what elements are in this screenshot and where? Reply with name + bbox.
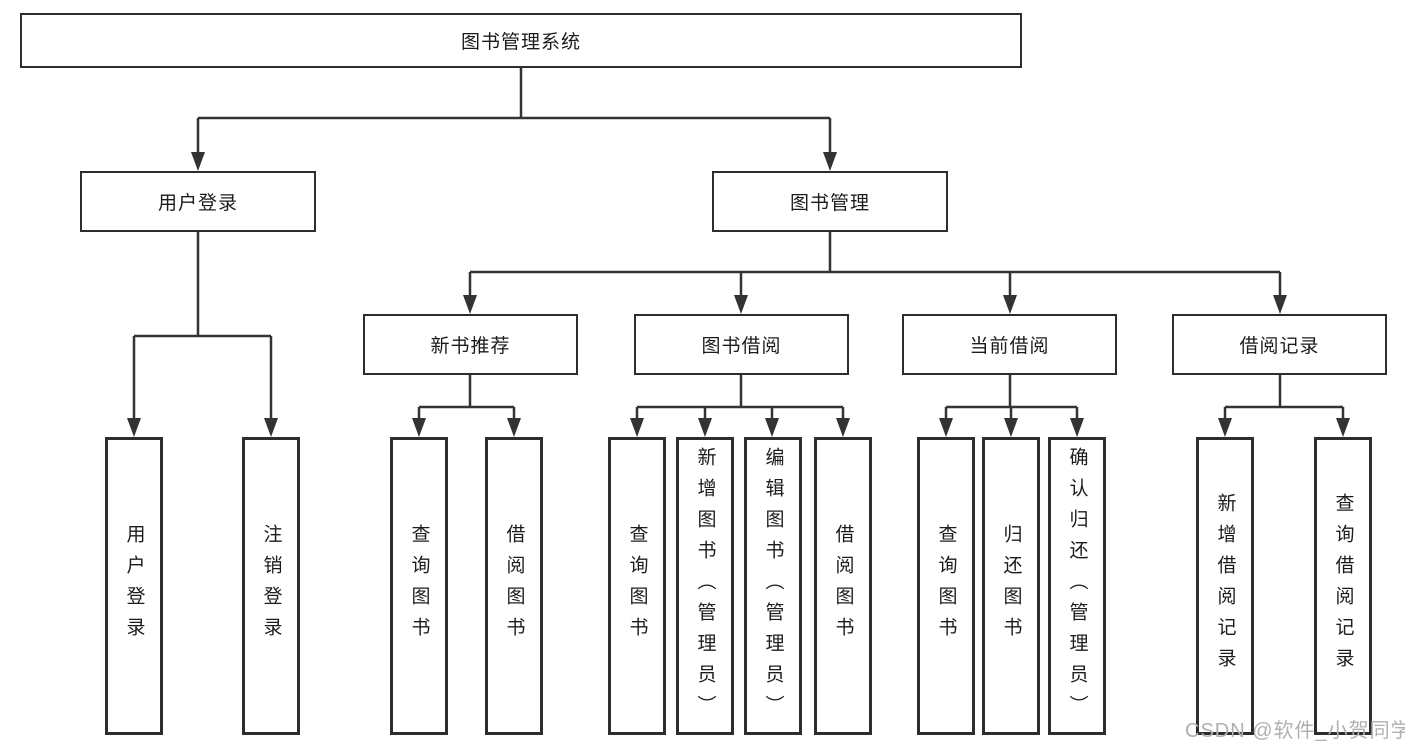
node-new-book-recommend: 新书推荐 [363,314,578,375]
leaf-logout-label: 注销登录 [260,524,282,648]
node-user-login-label: 用户登录 [157,193,238,214]
node-current-borrowing: 当前借阅 [902,314,1117,375]
leaf-cb-confirm-return: 确认归还（管理员） [1048,437,1106,735]
watermark: CSDN @软件_小贺同学 [1185,720,1405,742]
node-borrow-records-label: 借阅记录 [1239,336,1320,357]
leaf-cb-query-books-label: 查询图书 [935,524,957,648]
arrow-down-icon [1070,418,1084,437]
arrow-down-icon [1273,295,1287,314]
node-borrow-records: 借阅记录 [1172,314,1387,375]
leaf-cb-confirm-return-label: 确认归还（管理员） [1066,446,1088,726]
node-root-label: 图书管理系统 [460,32,581,53]
leaf-bb-borrow-books: 借阅图书 [814,437,872,735]
leaf-bb-borrow-books-label: 借阅图书 [832,524,854,648]
arrow-down-icon [463,295,477,314]
node-new-book-recommend-label: 新书推荐 [430,336,511,357]
arrow-down-icon [939,418,953,437]
arrow-down-icon [1003,295,1017,314]
leaf-rec-borrow-books: 借阅图书 [485,437,543,735]
arrow-down-icon [191,152,205,171]
leaf-br-add-record-label: 新增借阅记录 [1214,493,1236,679]
node-book-management: 图书管理 [712,171,948,232]
node-current-borrowing-label: 当前借阅 [969,336,1050,357]
node-book-borrowing-label: 图书借阅 [701,336,782,357]
arrow-down-icon [507,418,521,437]
arrow-down-icon [823,152,837,171]
leaf-user-login: 用户登录 [105,437,163,735]
node-book-management-label: 图书管理 [789,193,870,214]
node-book-borrowing: 图书借阅 [634,314,849,375]
leaf-bb-add-books: 新增图书（管理员） [676,437,734,735]
arrow-down-icon [836,418,850,437]
leaf-bb-query-books-label: 查询图书 [626,524,648,648]
node-root: 图书管理系统 [20,13,1022,68]
leaf-bb-edit-books-label: 编辑图书（管理员） [762,446,784,726]
leaf-rec-borrow-books-label: 借阅图书 [503,524,525,648]
arrow-down-icon [1004,418,1018,437]
leaf-logout: 注销登录 [242,437,300,735]
leaf-cb-return-books-label: 归还图书 [1000,524,1022,648]
node-user-login: 用户登录 [80,171,316,232]
leaf-bb-edit-books: 编辑图书（管理员） [744,437,802,735]
arrow-down-icon [734,295,748,314]
arrow-down-icon [127,418,141,437]
leaf-br-add-record: 新增借阅记录 [1196,437,1254,735]
arrow-down-icon [1336,418,1350,437]
leaf-bb-add-books-label: 新增图书（管理员） [694,446,716,726]
leaf-br-query-record-label: 查询借阅记录 [1332,493,1354,679]
arrow-down-icon [1218,418,1232,437]
arrow-down-icon [698,418,712,437]
leaf-cb-return-books: 归还图书 [982,437,1040,735]
arrow-down-icon [412,418,426,437]
arrow-down-icon [264,418,278,437]
leaf-user-login-label: 用户登录 [123,524,145,648]
leaf-cb-query-books: 查询图书 [917,437,975,735]
leaf-bb-query-books: 查询图书 [608,437,666,735]
arrow-down-icon [630,418,644,437]
leaf-rec-query-books-label: 查询图书 [408,524,430,648]
leaf-rec-query-books: 查询图书 [390,437,448,735]
arrow-down-icon [765,418,779,437]
arrowhead-icons [127,152,1350,437]
leaf-br-query-record: 查询借阅记录 [1314,437,1372,735]
